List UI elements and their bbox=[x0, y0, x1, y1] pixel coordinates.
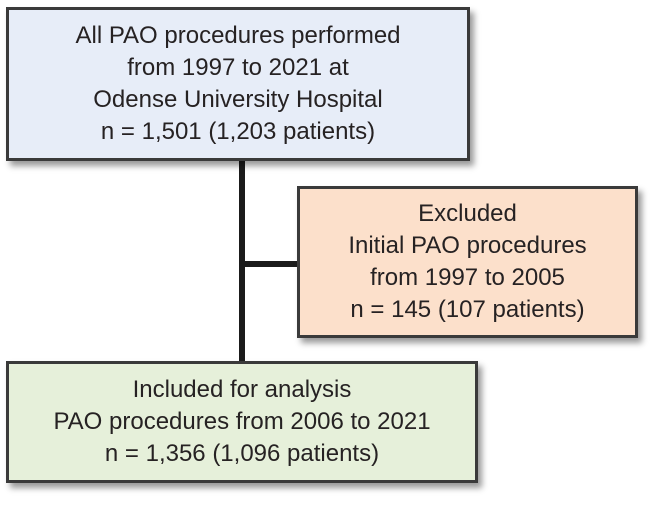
excluded-box-line-3: from 1997 to 2005 bbox=[370, 264, 565, 291]
excluded-box-count: n = 145 (107 patients) bbox=[350, 296, 585, 323]
flow-box-source-cohort: All PAO procedures performed from 1997 t… bbox=[6, 7, 470, 161]
excluded-box-line-2: Initial PAO procedures bbox=[348, 232, 587, 259]
source-box-line-2: from 1997 to 2021 at bbox=[127, 54, 349, 81]
flow-box-included: Included for analysis PAO procedures fro… bbox=[6, 361, 478, 483]
source-box-count: n = 1,501 (1,203 patients) bbox=[100, 118, 376, 145]
flow-box-excluded: Excluded Initial PAO procedures from 199… bbox=[297, 186, 638, 338]
source-box-line-3: Odense University Hospital bbox=[93, 86, 383, 113]
included-box-line-2: PAO procedures from 2006 to 2021 bbox=[53, 408, 431, 435]
connector-horizontal-branch-line bbox=[242, 261, 300, 267]
source-box-line-1: All PAO procedures performed bbox=[75, 22, 401, 49]
included-box-title: Included for analysis bbox=[132, 376, 352, 403]
excluded-box-title: Excluded bbox=[418, 200, 517, 227]
included-box-count: n = 1,356 (1,096 patients) bbox=[104, 440, 380, 467]
